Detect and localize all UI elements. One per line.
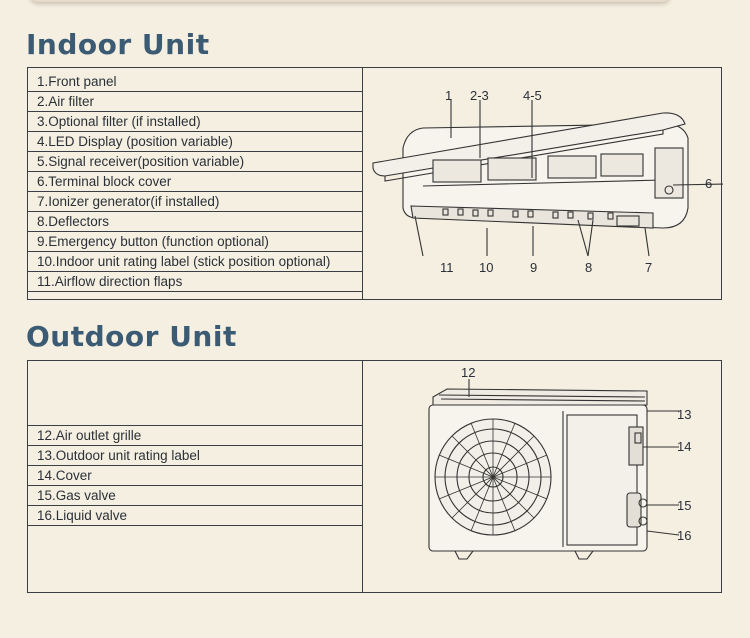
callout-14: 14 bbox=[677, 439, 691, 454]
outdoor-parts-list: 12.Air outlet grille 13.Outdoor unit rat… bbox=[28, 361, 363, 592]
indoor-part-item: 10.Indoor unit rating label (stick posit… bbox=[28, 252, 362, 272]
indoor-part-item: 2.Air filter bbox=[28, 92, 362, 112]
outdoor-part-item: 12.Air outlet grille bbox=[28, 425, 362, 446]
callout-12: 12 bbox=[461, 365, 475, 380]
callout-6: 6 bbox=[705, 176, 712, 191]
indoor-unit-figure: 1 2-3 4-5 6 11 10 9 8 7 bbox=[363, 68, 729, 299]
indoor-unit-heading: Indoor Unit bbox=[26, 28, 210, 61]
outdoor-unit-figure: 12 13 14 15 16 bbox=[363, 361, 721, 592]
callout-16: 16 bbox=[677, 528, 691, 543]
indoor-part-item: 11.Airflow direction flaps bbox=[28, 272, 362, 292]
top-decoration bbox=[30, 0, 670, 2]
callout-4-5: 4-5 bbox=[523, 88, 542, 103]
indoor-part-item: 8.Deflectors bbox=[28, 212, 362, 232]
callout-9: 9 bbox=[530, 260, 537, 275]
indoor-parts-list: 1.Front panel 2.Air filter 3.Optional fi… bbox=[28, 68, 363, 299]
callout-15: 15 bbox=[677, 498, 691, 513]
indoor-unit-panel: 1.Front panel 2.Air filter 3.Optional fi… bbox=[27, 67, 729, 300]
indoor-part-item: 5.Signal receiver(position variable) bbox=[28, 152, 362, 172]
callout-2-3: 2-3 bbox=[470, 88, 489, 103]
outdoor-unit-panel: 12.Air outlet grille 13.Outdoor unit rat… bbox=[27, 360, 722, 593]
callout-1: 1 bbox=[445, 88, 452, 103]
callout-8: 8 bbox=[585, 260, 592, 275]
outdoor-part-item: 16.Liquid valve bbox=[28, 506, 362, 526]
indoor-part-item: 1.Front panel bbox=[28, 72, 362, 92]
callout-13: 13 bbox=[677, 407, 691, 422]
indoor-unit-drawing: 1 2-3 4-5 6 11 10 9 8 7 bbox=[372, 88, 729, 275]
outdoor-part-item: 15.Gas valve bbox=[28, 486, 362, 506]
outdoor-part-item: 13.Outdoor unit rating label bbox=[28, 446, 362, 466]
indoor-part-item: 4.LED Display (position variable) bbox=[28, 132, 362, 152]
indoor-part-item: 7.Ionizer generator(if installed) bbox=[28, 192, 362, 212]
indoor-part-item: 6.Terminal block cover bbox=[28, 172, 362, 192]
callout-7: 7 bbox=[645, 260, 652, 275]
outdoor-unit-drawing: 12 13 14 15 16 bbox=[428, 365, 691, 560]
indoor-part-item: 3.Optional filter (if installed) bbox=[28, 112, 362, 132]
callout-10: 10 bbox=[479, 260, 493, 275]
outdoor-part-item: 14.Cover bbox=[28, 466, 362, 486]
indoor-part-item: 9.Emergency button (function optional) bbox=[28, 232, 362, 252]
outdoor-unit-heading: Outdoor Unit bbox=[26, 320, 237, 353]
callout-11: 11 bbox=[440, 260, 454, 275]
